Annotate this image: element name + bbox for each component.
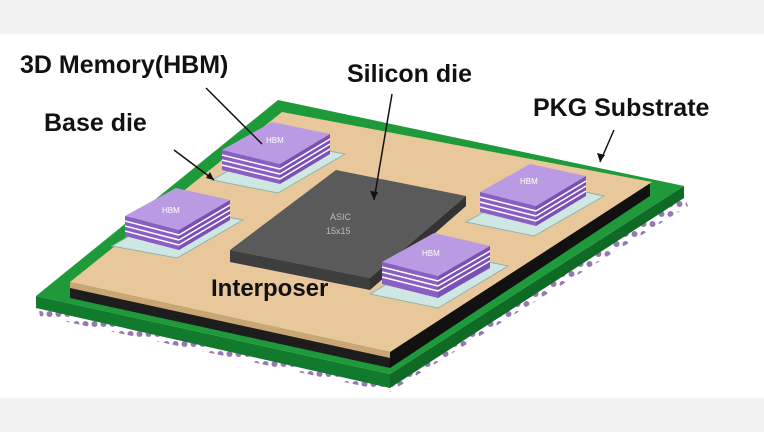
hbm-stack-back-right: HBM xyxy=(464,164,606,237)
hbm-callout-line xyxy=(205,87,263,145)
base-die-callout-line xyxy=(173,149,215,181)
hbm-stack-back-left: HBM xyxy=(210,122,347,194)
pkg-substrate-label: PKG Substrate xyxy=(533,94,710,122)
asic-chip-text: ASIC xyxy=(330,212,352,222)
hbm-chip-text: HBM xyxy=(162,206,180,215)
silicon-die-callout-line xyxy=(373,93,393,201)
base-die-label: Base die xyxy=(44,109,147,137)
hbm-chip-text: HBM xyxy=(520,177,538,186)
hbm-stack-front-left: HBM xyxy=(110,188,245,259)
asic-size-text: 15x15 xyxy=(326,226,351,236)
bottom-band xyxy=(0,398,764,432)
silicon-die-label: Silicon die xyxy=(347,60,473,88)
hbm-stack-front-right: HBM xyxy=(368,233,510,309)
hbm-chip-text: HBM xyxy=(422,249,440,258)
interposer-label: Interposer xyxy=(211,275,329,302)
top-band xyxy=(0,0,764,34)
hbm-chip-text: HBM xyxy=(266,136,284,145)
callout-arrowheads xyxy=(206,153,605,200)
hbm-label: 3D Memory(HBM) xyxy=(20,51,229,79)
